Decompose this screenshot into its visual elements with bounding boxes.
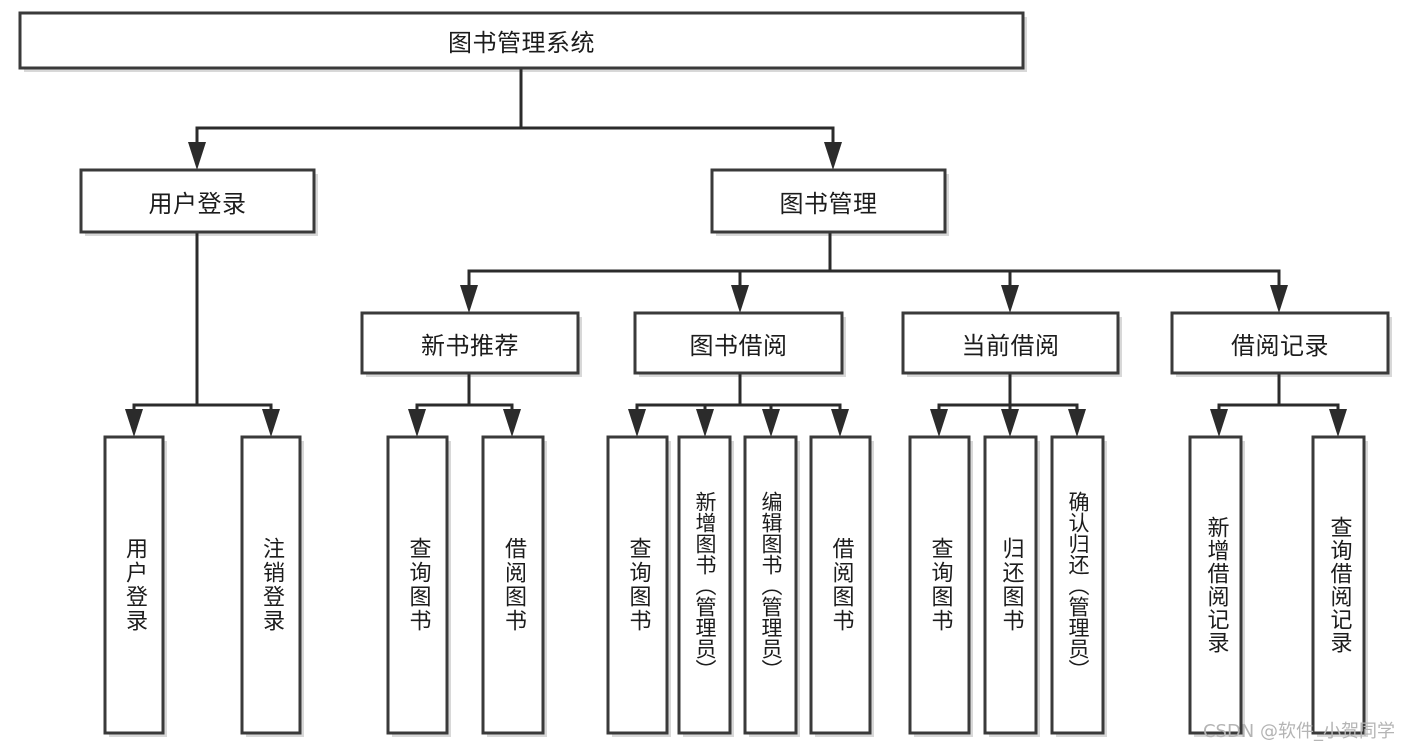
leaf-box-10[interactable] <box>1050 435 1105 735</box>
leaf-box-9[interactable] <box>983 435 1038 735</box>
leaf-box-6[interactable] <box>743 435 798 735</box>
node-current-borrow-box[interactable] <box>901 311 1120 375</box>
leaf-box-4[interactable] <box>606 435 669 735</box>
leaf-box-12[interactable] <box>1311 435 1366 735</box>
connector-bookmgmt-to-level3 <box>460 230 1288 313</box>
node-new-book-recommend-box[interactable] <box>360 311 580 375</box>
node-book-management-box[interactable] <box>710 168 947 234</box>
leaf-box-5[interactable] <box>677 435 732 735</box>
node-book-borrow-box[interactable] <box>633 311 844 375</box>
leaf-box-0[interactable] <box>103 435 165 735</box>
leaf-box-2[interactable] <box>386 435 449 735</box>
node-user-login-box[interactable] <box>79 168 316 234</box>
leaf-box-11[interactable] <box>1188 435 1243 735</box>
connector-borrowrecord-to-leaves <box>1210 371 1347 437</box>
leaf-box-7[interactable] <box>809 435 872 735</box>
node-root-box[interactable] <box>18 11 1025 70</box>
connector-currentborrow-to-leaves <box>930 371 1086 437</box>
connector-userlogin-to-leaves <box>125 230 280 437</box>
leaf-box-3[interactable] <box>481 435 545 735</box>
leaf-box-1[interactable] <box>240 435 302 735</box>
connector-bookborrow-to-leaves <box>628 371 849 437</box>
connector-root-to-level2 <box>188 66 842 170</box>
connector-newbook-to-leaves <box>408 371 521 437</box>
leaf-box-8[interactable] <box>908 435 971 735</box>
node-borrow-record-box[interactable] <box>1170 311 1390 375</box>
